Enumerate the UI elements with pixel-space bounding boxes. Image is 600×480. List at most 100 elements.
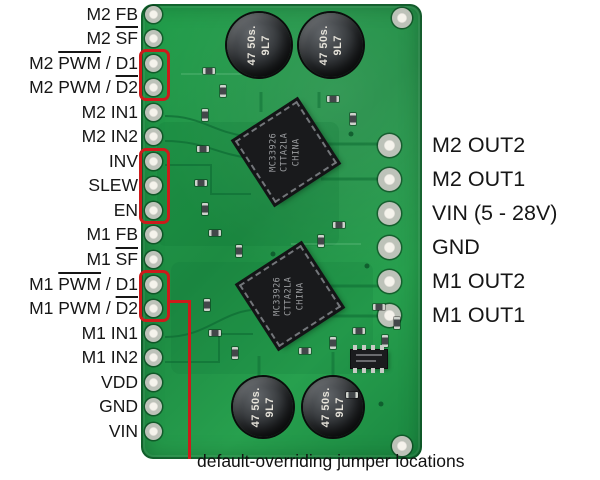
pin-label: M2 IN2 [0, 124, 138, 149]
smd-component [195, 180, 207, 186]
ic-marking-line1: MC33926 [272, 276, 283, 316]
smd-component [353, 328, 365, 334]
pin-hole [144, 54, 162, 72]
output-hole [377, 201, 401, 225]
pin-label-overline-part: PWM [58, 52, 102, 73]
pin-label-part: M2 PWM / [29, 77, 116, 98]
pin-label-part: M2 IN2 [81, 126, 138, 147]
smd-component [330, 337, 336, 349]
pin-hole [144, 5, 162, 23]
ic-marking-stripe [356, 354, 382, 356]
pin-label: SLEW [0, 173, 138, 198]
pin-label: VIN [0, 419, 138, 444]
smd-component [204, 299, 210, 311]
smd-component [350, 113, 356, 125]
capacitor-marking: 47 50s.9L7 [317, 25, 346, 65]
pin-label-part: / D1 [101, 52, 138, 73]
smd-component [373, 304, 385, 310]
output-hole [377, 269, 401, 293]
smd-component [346, 392, 358, 398]
pin-hole [144, 251, 162, 268]
capacitor-marking-line1: 47 50s. [245, 24, 258, 66]
ic-pins-bottom [353, 368, 385, 373]
pin-label: VDD [0, 370, 138, 395]
pin-label: M2 FB [0, 2, 138, 27]
pin-label: M1 IN2 [0, 345, 138, 370]
pin-hole [144, 398, 162, 416]
ic-marking-line3: CHINA [295, 281, 306, 311]
smd-component [333, 222, 345, 228]
capacitor-marking-line1: 47 50s. [249, 386, 262, 428]
pin-label-overline-part: D2 [115, 77, 138, 98]
pin-label: M2 PWM / D2 [0, 75, 138, 100]
pin-label-part: M1 [29, 273, 59, 294]
pin-label: INV [0, 149, 138, 174]
electrolytic-capacitor: 47 50s.9L7 [233, 377, 293, 437]
smd-component [327, 96, 339, 102]
pin-hole [144, 79, 162, 97]
smd-component [299, 348, 311, 354]
output-hole [377, 133, 401, 157]
pin-label-part: GND [99, 396, 138, 417]
pin-hole [144, 152, 162, 170]
pin-label: M2 SF [0, 26, 138, 51]
pin-label-overline-part: SF [115, 28, 138, 49]
smd-component [202, 203, 208, 215]
pin-hole [144, 177, 162, 195]
smd-component [209, 330, 221, 336]
pin-label: M1 SF [0, 247, 138, 272]
power-pin-label: GND [432, 234, 480, 259]
pin-hole [144, 324, 162, 342]
pin-label: EN [0, 198, 138, 223]
capacitor-marking-line2: 9L7 [259, 34, 272, 56]
pin-label-overline-part: PWM [58, 273, 102, 294]
pin-label-part: M2 [29, 52, 59, 73]
pin-label-part: M2 IN1 [81, 101, 138, 122]
pin-hole [144, 226, 162, 244]
pin-label: M1 FB [0, 222, 138, 247]
ic-marking-line3: CHINA [291, 137, 302, 167]
pin-label: M1 PWM / D1 [0, 272, 138, 297]
ic-pins-top [353, 345, 385, 350]
pin-hole [144, 103, 162, 121]
ic-marking-stripe [356, 360, 376, 362]
smd-component [209, 230, 221, 236]
pin-label-part: VIN [108, 420, 138, 441]
figure-caption: default-overriding jumper locations [197, 451, 465, 471]
capacitor-marking-line1: 47 50s. [319, 386, 332, 428]
pin-label-part: SLEW [88, 175, 138, 196]
capacitor-marking: 47 50s.9L7 [319, 387, 348, 427]
power-pin-label: M1 OUT1 [432, 302, 526, 327]
capacitor-marking-line1: 47 50s. [317, 24, 330, 66]
pin-hole [144, 373, 162, 391]
smd-component [232, 347, 238, 359]
smd-component [203, 68, 215, 74]
ic-marking-line2: CTTA2LA [284, 276, 295, 316]
pin-hole [144, 30, 162, 48]
electrolytic-capacitor: 47 50s.9L7 [299, 13, 363, 77]
output-hole [377, 167, 401, 191]
pin-label: M1 IN1 [0, 321, 138, 346]
mounting-hole [392, 436, 412, 456]
pin-label-part: M2 [86, 28, 116, 49]
pin-label-overline-part: D2 [115, 298, 138, 319]
mounting-hole [392, 8, 412, 28]
capacitor-marking-line2: 9L7 [263, 396, 276, 418]
pin-hole [144, 275, 162, 293]
pin-label-part: M1 PWM / [29, 298, 116, 319]
capacitor-marking: 47 50s.9L7 [245, 25, 274, 65]
smd-component [202, 109, 208, 121]
ic-marking-line1: MC33926 [268, 132, 279, 172]
pin-hole [144, 128, 162, 146]
power-pin-label: M2 OUT1 [432, 166, 526, 191]
pin-label-part: M1 [86, 249, 116, 269]
ic-marking-line2: CTTA2LA [280, 132, 291, 172]
pin-label: GND [0, 394, 138, 419]
pin-label-part: M1 FB [86, 224, 138, 245]
capacitor-marking-line2: 9L7 [331, 34, 344, 56]
